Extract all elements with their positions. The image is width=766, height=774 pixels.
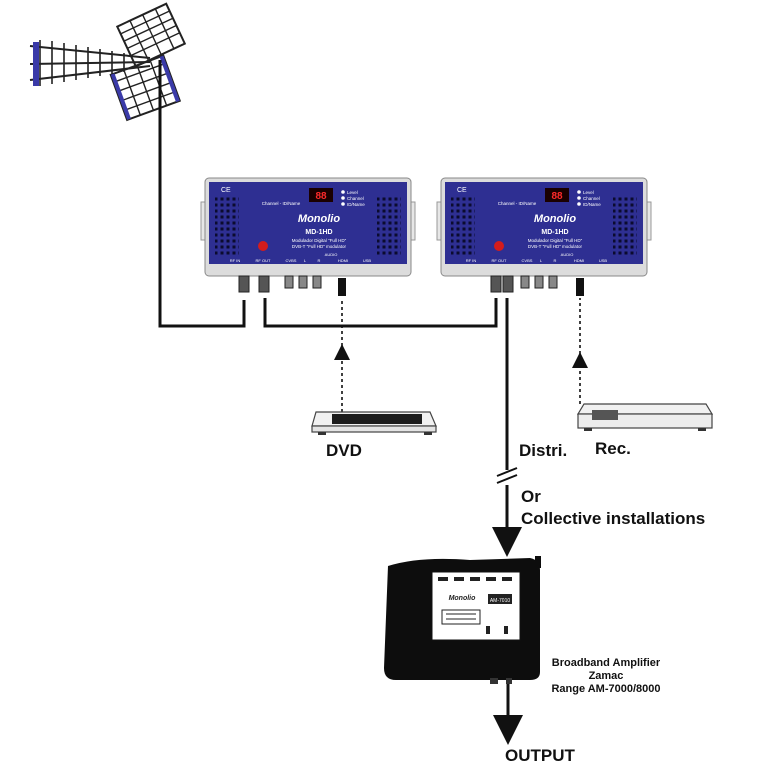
- channel-label: Channel - ID/Name: [498, 201, 537, 206]
- svg-text:AUDIO: AUDIO: [561, 252, 574, 257]
- modulator-2: CE 88 Channel - ID/Name Level Channel ID…: [436, 177, 652, 296]
- amp-caption-line3: Range AM-7000/8000: [551, 683, 661, 695]
- knob-icon: [494, 241, 504, 251]
- coax-cables: [158, 150, 523, 745]
- svg-text:Level: Level: [347, 190, 358, 195]
- amp-brand-logo: Monolio: [449, 595, 477, 602]
- model-label: MD-1HD: [305, 229, 332, 236]
- amp-caption-line2: Zamac: [588, 670, 624, 682]
- collective-installations-label: Collective installations: [521, 509, 706, 528]
- svg-text:R: R: [318, 258, 321, 263]
- svg-text:HDMI: HDMI: [574, 258, 584, 263]
- svg-text:Level: Level: [583, 190, 594, 195]
- model-label: MD-1HD: [541, 229, 568, 236]
- amp-caption-line1: Broadband Amplifier: [551, 657, 661, 669]
- broadband-amplifier: Monolio AM-7010: [384, 556, 541, 684]
- distribution-break-mark: [496, 467, 518, 484]
- knob-icon: [258, 241, 268, 251]
- svg-text:AUDIO: AUDIO: [325, 252, 338, 257]
- amplifier-caption: Broadband Amplifier Zamac Range AM-7000/…: [544, 657, 668, 696]
- svg-text:CVBS: CVBS: [522, 258, 533, 263]
- hdmi-signal-lines: [334, 298, 588, 412]
- svg-text:RF OUT: RF OUT: [492, 258, 507, 263]
- svg-text:DVB-T "Full HD" modulator: DVB-T "Full HD" modulator: [528, 244, 583, 249]
- svg-text:CVBS: CVBS: [286, 258, 297, 263]
- channel-display: 88: [315, 191, 327, 202]
- recorder-icon: [576, 403, 714, 431]
- amp-model-label: AM-7010: [490, 598, 511, 604]
- svg-text:L: L: [304, 258, 307, 263]
- modulator-1: CE 88 Channel - ID/Name Level Channel ID…: [200, 177, 416, 296]
- svg-text:ID/Name: ID/Name: [583, 202, 601, 207]
- svg-text:HDMI: HDMI: [338, 258, 348, 263]
- svg-text:USB: USB: [363, 258, 372, 263]
- channel-display: 88: [551, 191, 563, 202]
- svg-text:RF OUT: RF OUT: [256, 258, 271, 263]
- distri-label: Distri.: [519, 441, 568, 460]
- svg-text:USB: USB: [599, 258, 608, 263]
- svg-text:R: R: [554, 258, 557, 263]
- dvd-player-icon: [311, 411, 437, 435]
- svg-text:RF IN: RF IN: [230, 258, 241, 263]
- brand-logo: Monolio: [534, 213, 576, 225]
- output-label: OUTPUT: [505, 746, 575, 765]
- rec-label: Rec.: [595, 439, 631, 458]
- dvd-label: DVD: [326, 441, 362, 460]
- svg-text:Channel: Channel: [583, 196, 600, 201]
- svg-text:DVB-T "Full HD" modulator: DVB-T "Full HD" modulator: [292, 244, 347, 249]
- antenna-icon: [29, 2, 187, 150]
- svg-text:Modulador Digital "Full HD": Modulador Digital "Full HD": [292, 238, 347, 243]
- port-connectors: [490, 275, 584, 296]
- brand-logo: Monolio: [298, 213, 340, 225]
- svg-text:ID/Name: ID/Name: [347, 202, 365, 207]
- channel-label: Channel - ID/Name: [262, 201, 301, 206]
- ce-mark: CE: [221, 187, 231, 194]
- svg-text:L: L: [540, 258, 543, 263]
- svg-text:RF IN: RF IN: [466, 258, 477, 263]
- or-label: Or: [521, 487, 541, 506]
- svg-text:Modulador Digital "Full HD": Modulador Digital "Full HD": [528, 238, 583, 243]
- ce-mark: CE: [457, 187, 467, 194]
- svg-text:Channel: Channel: [347, 196, 364, 201]
- port-connectors: [238, 275, 346, 296]
